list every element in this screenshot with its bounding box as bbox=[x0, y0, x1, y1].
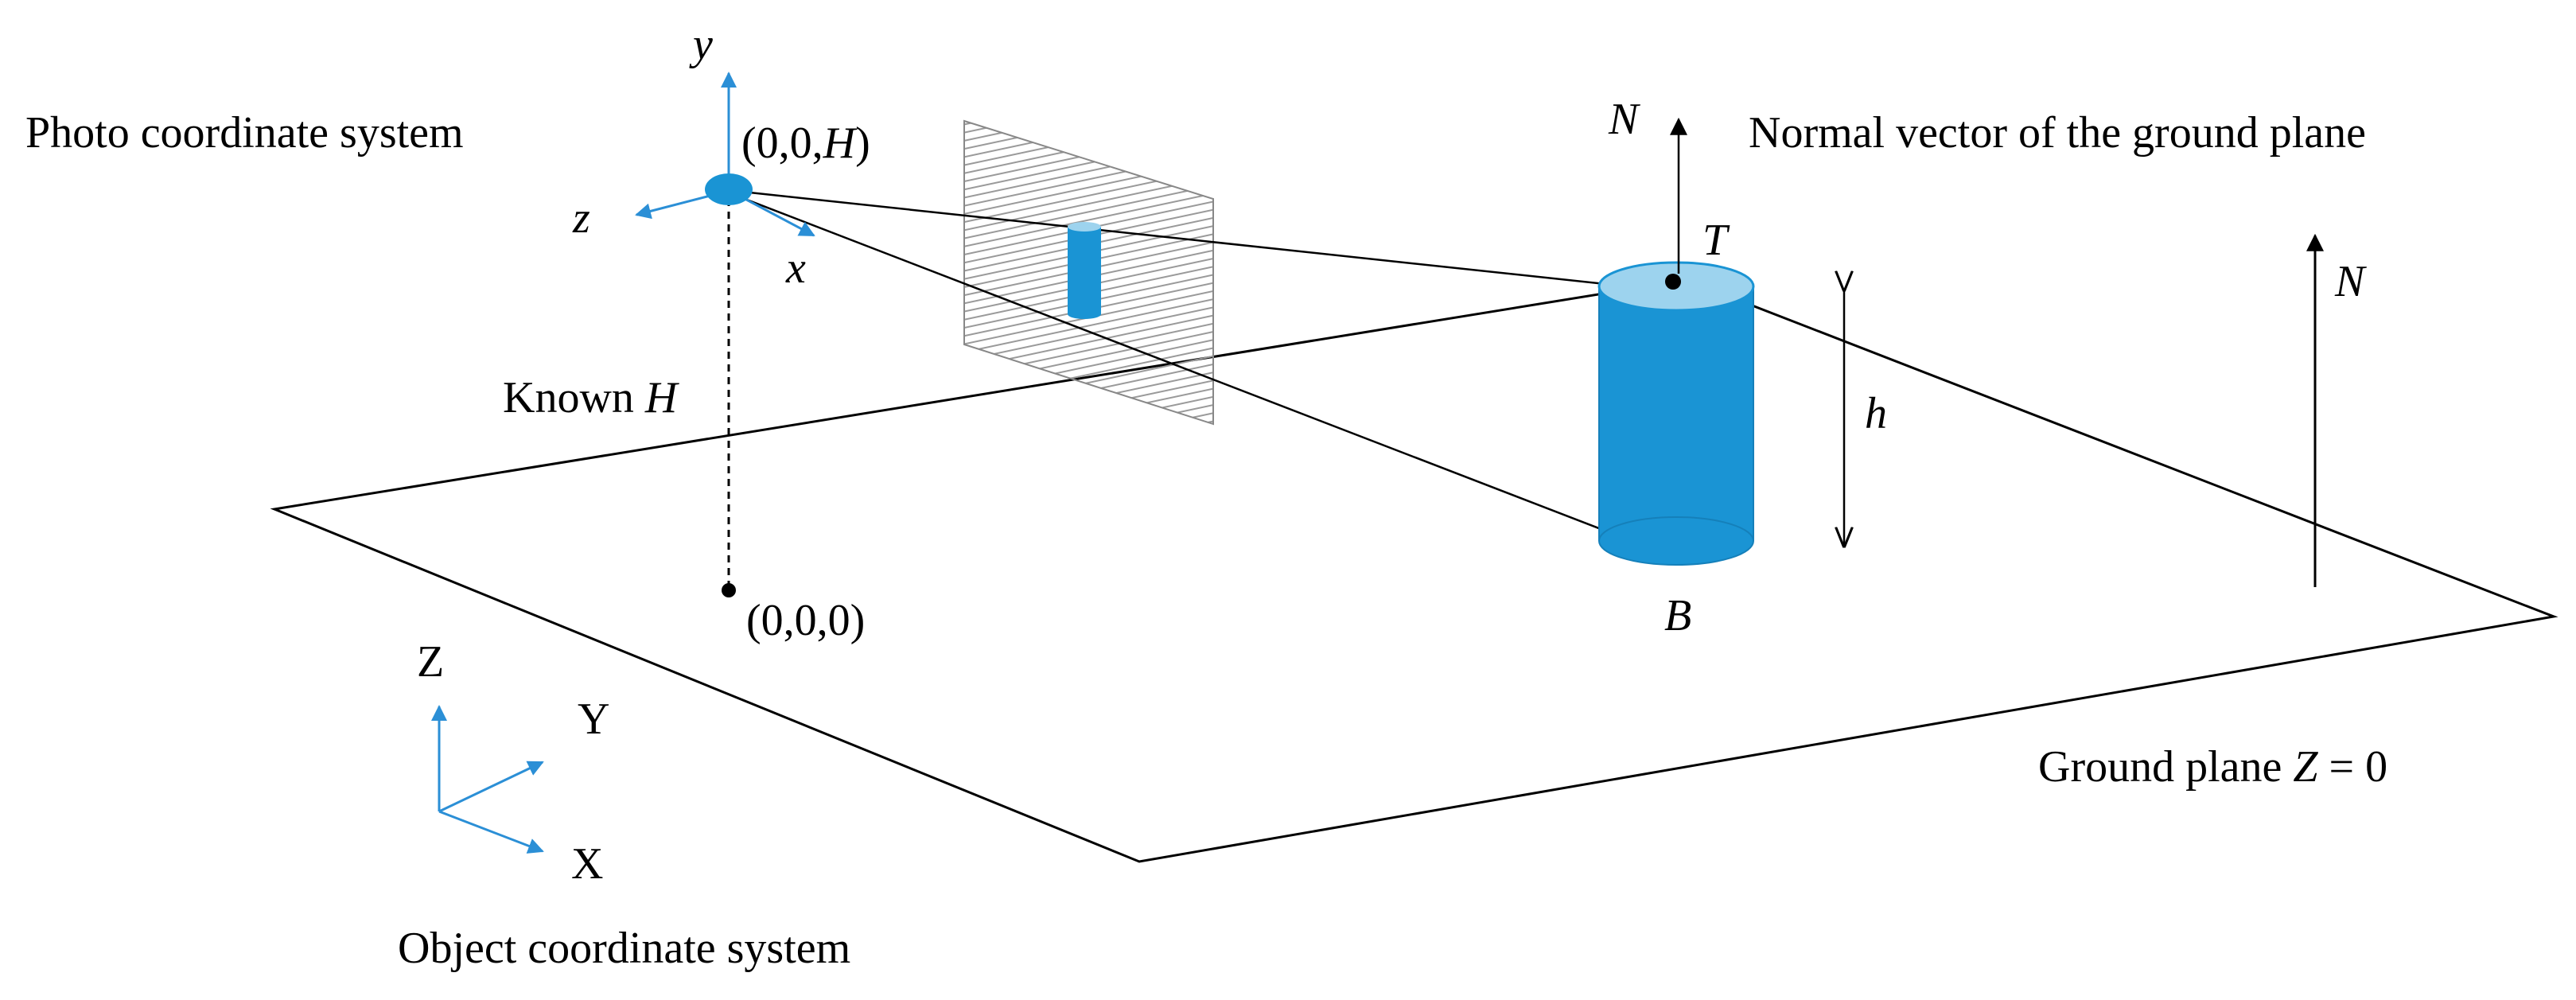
photo-axis-x bbox=[735, 193, 815, 237]
photo-axis-y-label: y bbox=[689, 20, 713, 69]
object-axis-Z-label: Z bbox=[417, 637, 444, 687]
ray-to-top bbox=[719, 188, 1628, 286]
photo-system-title: Photo coordinate system bbox=[25, 108, 464, 158]
ground-origin-point bbox=[722, 583, 736, 597]
normal-ground-label: N bbox=[2334, 257, 2367, 306]
cylinder-image bbox=[1068, 222, 1101, 319]
camera-center bbox=[705, 173, 753, 205]
photo-axes bbox=[635, 72, 815, 237]
normal-description: Normal vector of the ground plane bbox=[1749, 108, 2366, 158]
object-axis-Y-label: Y bbox=[578, 695, 609, 744]
height-label: h bbox=[1865, 389, 1887, 438]
top-point-T bbox=[1665, 274, 1681, 290]
normal-top-label: N bbox=[1608, 95, 1640, 144]
object-axis-X-label: X bbox=[571, 839, 603, 889]
object-axis-Y bbox=[438, 761, 544, 813]
object-system-title: Object coordinate system bbox=[398, 924, 850, 973]
photo-axis-x-label: x bbox=[785, 243, 806, 293]
cylinder-bottom-label: B bbox=[1664, 591, 1691, 640]
photo-origin-label: (0,0,H) bbox=[741, 119, 870, 168]
object-cylinder bbox=[1597, 261, 1755, 566]
ground-plane bbox=[270, 278, 2558, 863]
ray-to-bottom bbox=[719, 188, 1628, 539]
object-axis-X bbox=[438, 810, 544, 854]
ground-plane-label: Ground plane Z = 0 bbox=[2038, 742, 2387, 792]
photo-axis-z-label: z bbox=[572, 193, 590, 243]
ground-origin-label: (0,0,0) bbox=[746, 596, 865, 645]
known-height-label: Known H bbox=[503, 373, 679, 422]
object-axes bbox=[431, 705, 544, 854]
cylinder-top-label: T bbox=[1702, 216, 1730, 265]
